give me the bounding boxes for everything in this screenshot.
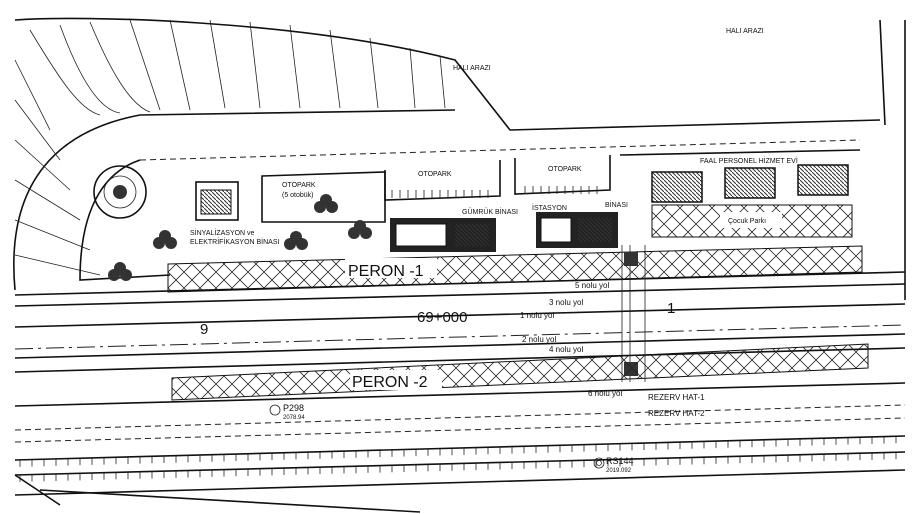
track-4-label: 4 nolu yol bbox=[549, 345, 583, 354]
playground-label: Çocuk Parkı bbox=[728, 218, 766, 225]
land-label-right: HALI ARAZI bbox=[726, 28, 764, 35]
platform-2-label: PERON -2 bbox=[352, 374, 428, 391]
station-building: İSTASYON BİNASI bbox=[532, 200, 628, 248]
signal-building: SİNYALİZASYON ve ELEKTRİFİKASYON BİNASI bbox=[190, 181, 280, 246]
parking-small-note: (5 otobük) bbox=[282, 192, 314, 199]
platform-1: PERON -1 bbox=[167, 245, 863, 293]
survey-point-elev: 2019.092 bbox=[606, 468, 632, 474]
survey-point-id: P298 bbox=[283, 403, 304, 413]
parking-3-label: OTOPARK bbox=[548, 166, 582, 173]
fence-ticks bbox=[19, 436, 897, 482]
track-lines bbox=[14, 245, 906, 496]
chainage-label: 69+000 bbox=[417, 309, 467, 326]
signal-building-label-2: ELEKTRİFİKASYON BİNASI bbox=[190, 237, 280, 246]
signal-building-label-1: SİNYALİZASYON ve bbox=[190, 228, 255, 237]
chainage-left: 9 bbox=[200, 321, 208, 338]
platform-1-label: PERON -1 bbox=[348, 263, 424, 280]
station-label-a: İSTASYON bbox=[532, 203, 567, 212]
chainage-right: 1 bbox=[667, 300, 675, 317]
survey-point-elev: 2078.94 bbox=[283, 415, 305, 421]
track-2-label: 2 nolu yol bbox=[522, 335, 556, 344]
track-5-label: 5 nolu yol bbox=[575, 281, 609, 290]
land-label-mid: HALI ARAZI bbox=[453, 65, 491, 72]
reserve-line-1-label: REZERV HAT-1 bbox=[648, 393, 705, 402]
customs-building: GÜMRÜK BİNASI bbox=[390, 207, 518, 252]
survey-point-p298: P298 2078.94 bbox=[269, 403, 305, 421]
staff-house-label: FAAL PERSONEL HİZMET EVİ bbox=[700, 156, 798, 165]
survey-point-rs144: RS144 2019.092 bbox=[593, 456, 634, 474]
track-6-label: 6 nolu yol bbox=[588, 389, 622, 398]
parking-areas: OTOPARK (5 otobük) OTOPARK OTOPARK bbox=[261, 149, 861, 223]
customs-building-label: GÜMRÜK BİNASI bbox=[462, 207, 518, 216]
track-3-label: 3 nolu yol bbox=[549, 298, 583, 307]
parking-small-label: OTOPARK bbox=[282, 182, 316, 189]
trees bbox=[108, 194, 372, 281]
reserve-line-2-label: REZERV HAT-2 bbox=[648, 409, 705, 418]
parking-2-label: OTOPARK bbox=[418, 171, 452, 178]
embankment bbox=[13, 17, 906, 513]
staff-houses: FAAL PERSONEL HİZMET EVİ bbox=[651, 156, 849, 203]
track-1-label: 1 nolu yol bbox=[520, 311, 554, 320]
roundabout bbox=[93, 165, 147, 219]
station-label-b: BİNASI bbox=[605, 200, 628, 209]
platform-2: PERON -2 bbox=[171, 343, 869, 401]
playground: Çocuk Parkı bbox=[651, 204, 853, 238]
